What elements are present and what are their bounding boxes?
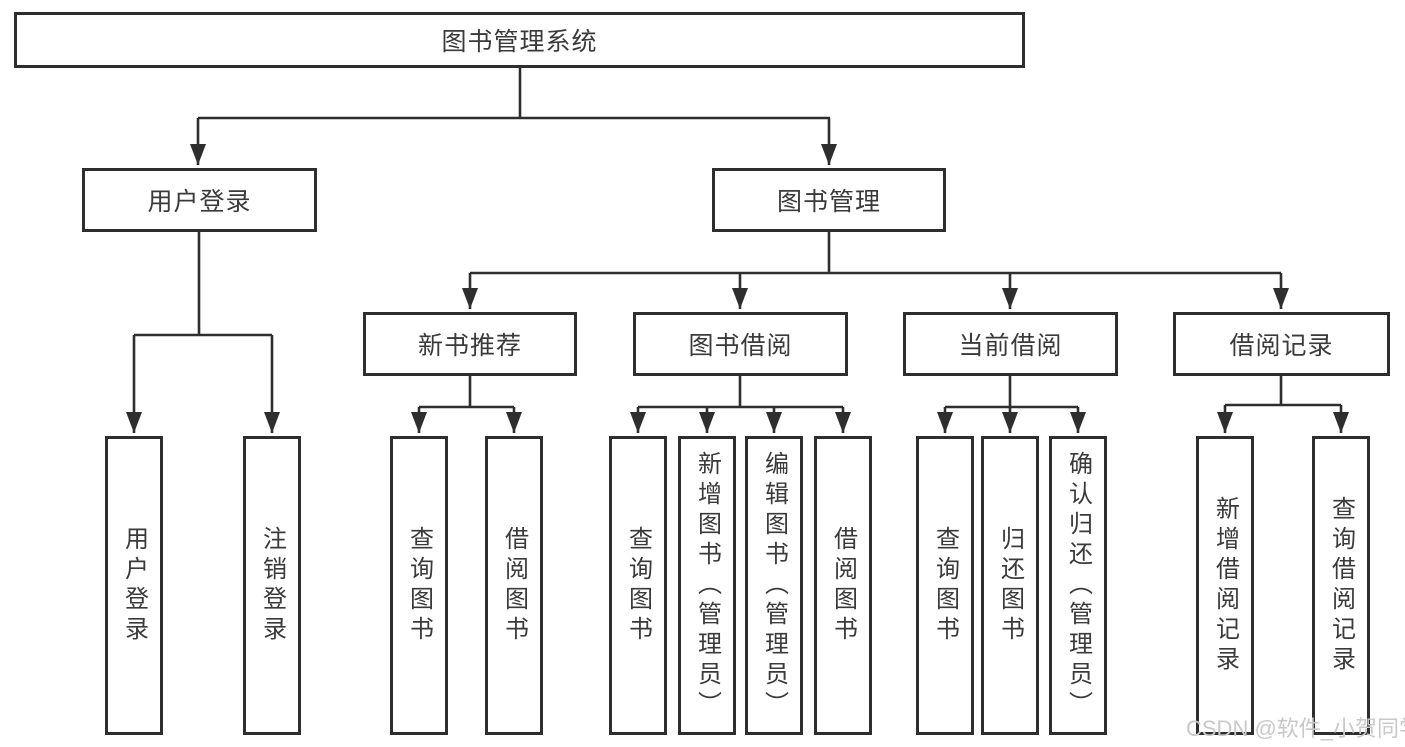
connector-book-management-branch [470, 230, 1281, 275]
leaf-label: 用户登录 [120, 525, 148, 646]
leaf-query-books-recommend: 查询图书 [390, 436, 448, 735]
leaf-label: 注销登录 [258, 525, 286, 646]
connector-borrow-records-children [1225, 374, 1341, 407]
leaf-borrow-books: 借阅图书 [814, 436, 872, 735]
leaf-user-login: 用户登录 [105, 436, 163, 735]
leaf-label: 查询图书 [624, 525, 652, 646]
leaf-label: 编辑图书（管理员） [760, 450, 788, 721]
leaf-label: 归还图书 [996, 525, 1024, 646]
node-current-borrow: 当前借阅 [903, 312, 1118, 376]
node-user-login-branch: 用户登录 [82, 168, 317, 232]
leaf-label: 借阅图书 [500, 525, 528, 646]
leaf-query-books-borrow: 查询图书 [609, 436, 667, 735]
leaf-label: 查询借阅记录 [1327, 495, 1355, 676]
leaf-label: 确认归还（管理员） [1064, 450, 1092, 721]
leaf-label: 新增图书（管理员） [693, 450, 721, 721]
leaf-logout: 注销登录 [243, 436, 301, 735]
connector-user-login-branch [134, 230, 272, 337]
connector-new-book-children [419, 374, 514, 409]
node-borrow-records: 借阅记录 [1173, 312, 1390, 376]
leaf-label: 借阅图书 [829, 525, 857, 646]
leaf-add-borrow-record: 新增借阅记录 [1196, 436, 1254, 735]
leaf-borrow-books-recommend: 借阅图书 [485, 436, 543, 735]
connector-book-borrow-children [638, 374, 843, 409]
leaf-query-borrow-record: 查询借阅记录 [1312, 436, 1370, 735]
node-book-borrow: 图书借阅 [633, 312, 848, 376]
leaf-label: 查询图书 [931, 525, 959, 646]
leaf-label: 查询图书 [405, 525, 433, 646]
leaf-query-books-current: 查询图书 [916, 436, 974, 735]
connector-current-borrow-children [945, 374, 1078, 409]
leaf-confirm-return-admin: 确认归还（管理员） [1049, 436, 1107, 735]
node-book-management-branch: 图书管理 [712, 168, 946, 232]
watermark-text: CSDN @软件_小贺同学 [1186, 716, 1405, 741]
leaf-label: 新增借阅记录 [1211, 495, 1239, 676]
leaf-add-books-admin: 新增图书（管理员） [678, 436, 736, 735]
node-library-management-system: 图书管理系统 [14, 12, 1025, 68]
node-new-book-recommend: 新书推荐 [363, 312, 577, 376]
leaf-return-books: 归还图书 [981, 436, 1039, 735]
leaf-edit-books-admin: 编辑图书（管理员） [745, 436, 803, 735]
connector-root-to-level2 [198, 65, 830, 120]
